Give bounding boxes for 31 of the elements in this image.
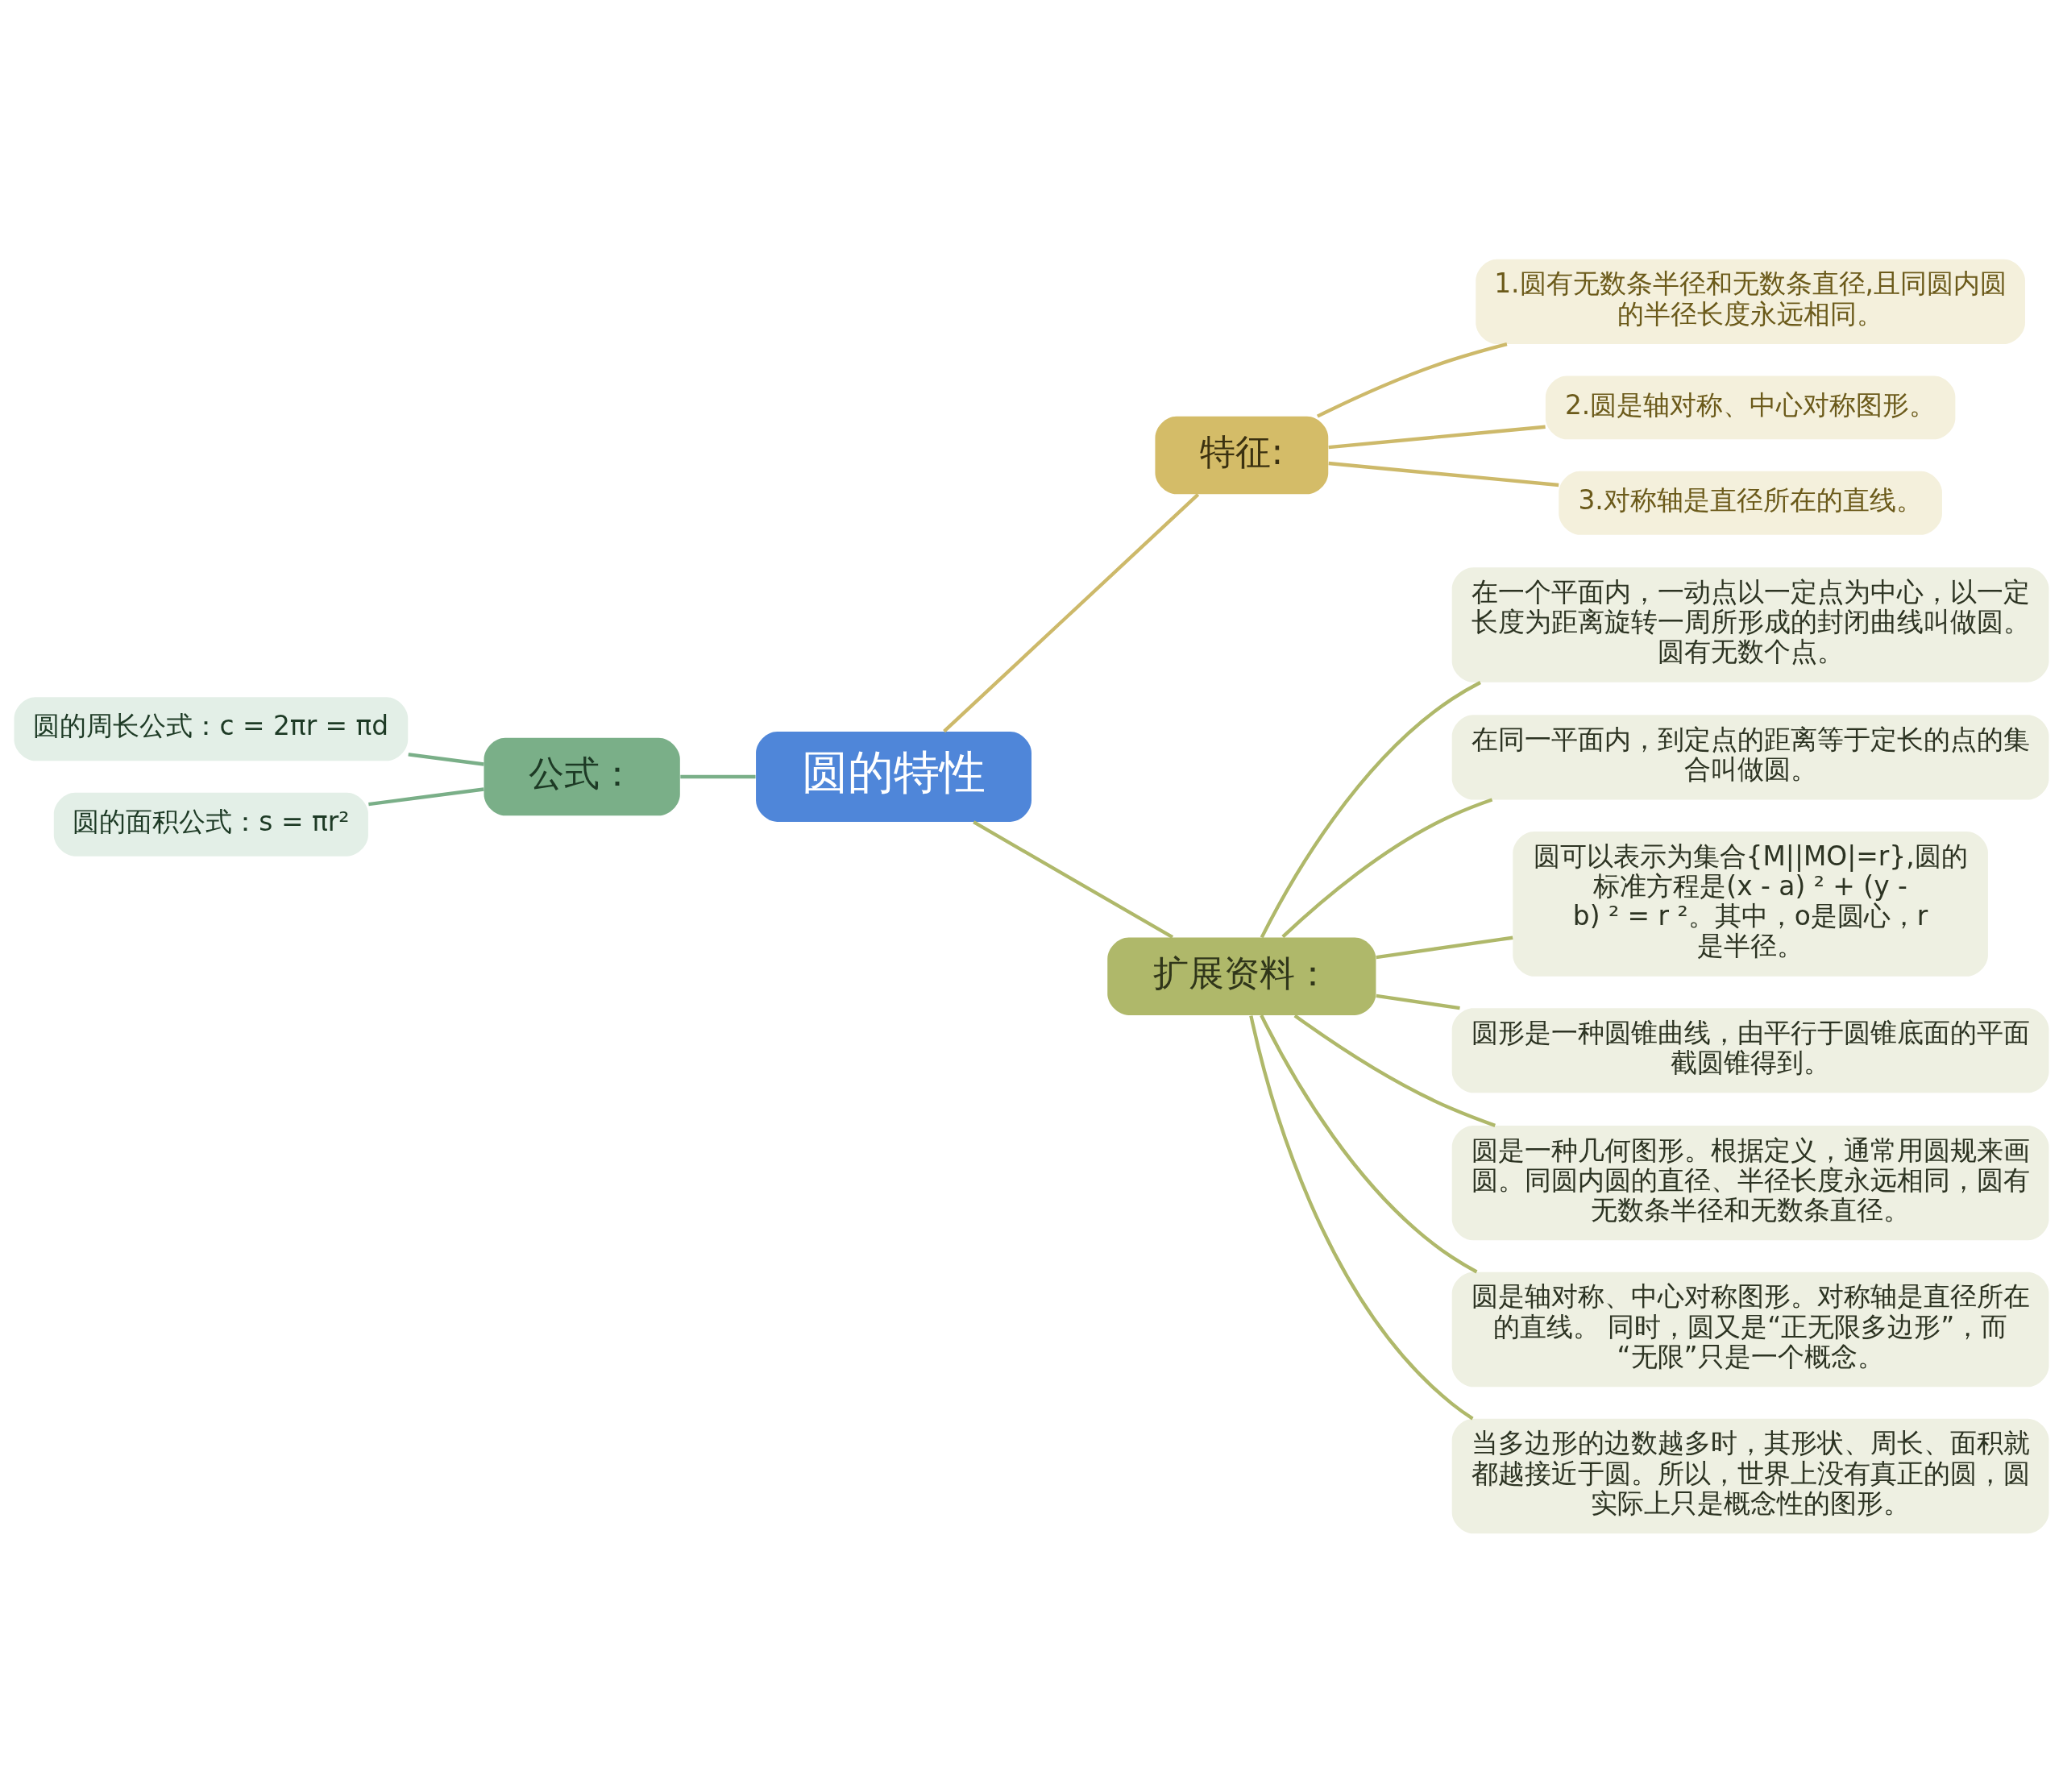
node-box: 2.圆是轴对称、中心对称图形。 <box>1545 375 1956 439</box>
node-box: 在一个平面内，一动点以一定点为中心，以一定长度为距离旋转一周所形成的封闭曲线叫做圆。圆有无数个点。 <box>1451 566 2049 682</box>
connector <box>1293 1014 1496 1127</box>
node-box: 圆形是一种圆锥曲线，由平行于圆锥底面的平面截圆锥得到。 <box>1451 1007 2049 1093</box>
node-box: 圆可以表示为集合{M||MO|=r},圆的标准方程是(x - a) ² + (y - b) ² = r ²。其中，o是圆心，r 是半径。 <box>1513 831 1988 977</box>
node-box: 特征: <box>1155 416 1329 494</box>
node-box: 公式： <box>484 737 680 815</box>
node-box: 扩展资料： <box>1107 936 1376 1015</box>
node-box: 圆的面积公式：s = πr² <box>53 792 368 857</box>
connector <box>943 492 1200 732</box>
connector <box>1328 461 1559 487</box>
connector <box>973 819 1174 939</box>
node-box: 3.对称轴是直径所在的直线。 <box>1559 471 1942 535</box>
node-box: 圆的特性 <box>756 731 1032 822</box>
connector <box>1260 680 1481 938</box>
connector <box>1328 425 1546 449</box>
connector <box>1316 342 1508 418</box>
node-box: 在同一平面内，到定点的距离等于定长的点的集合叫做圆。 <box>1451 714 2049 799</box>
connector <box>368 786 484 806</box>
node-box: 圆的周长公式：c = 2πr = πd <box>14 696 409 761</box>
connector <box>1376 935 1513 959</box>
connector <box>1376 993 1460 1010</box>
connector <box>1281 797 1493 938</box>
connector <box>408 752 484 766</box>
connector <box>1260 1014 1478 1273</box>
connector <box>680 774 756 778</box>
node-box: 1.圆有无数条半径和无数条直径,且同圆内圆的半径长度永远相同。 <box>1476 259 2025 344</box>
connector <box>1249 1014 1474 1420</box>
node-box: 圆是一种几何图形。根据定义，通常用圆规来画圆。同圆内圆的直径、半径长度永远相同，圆有无数条半径和无数条直径。 <box>1451 1125 2049 1240</box>
node-box: 当多边形的边数越多时，其形状、周长、面积就都越接近于圆。所以，世界上没有真正的圆，圆实际上只是概念性的图形。 <box>1451 1418 2049 1533</box>
node-box: 圆是轴对称、中心对称图形。对称轴是直径所在的直线。 同时，圆又是“正无限多边形”，而“无限”只是一个概念。 <box>1451 1271 2049 1387</box>
